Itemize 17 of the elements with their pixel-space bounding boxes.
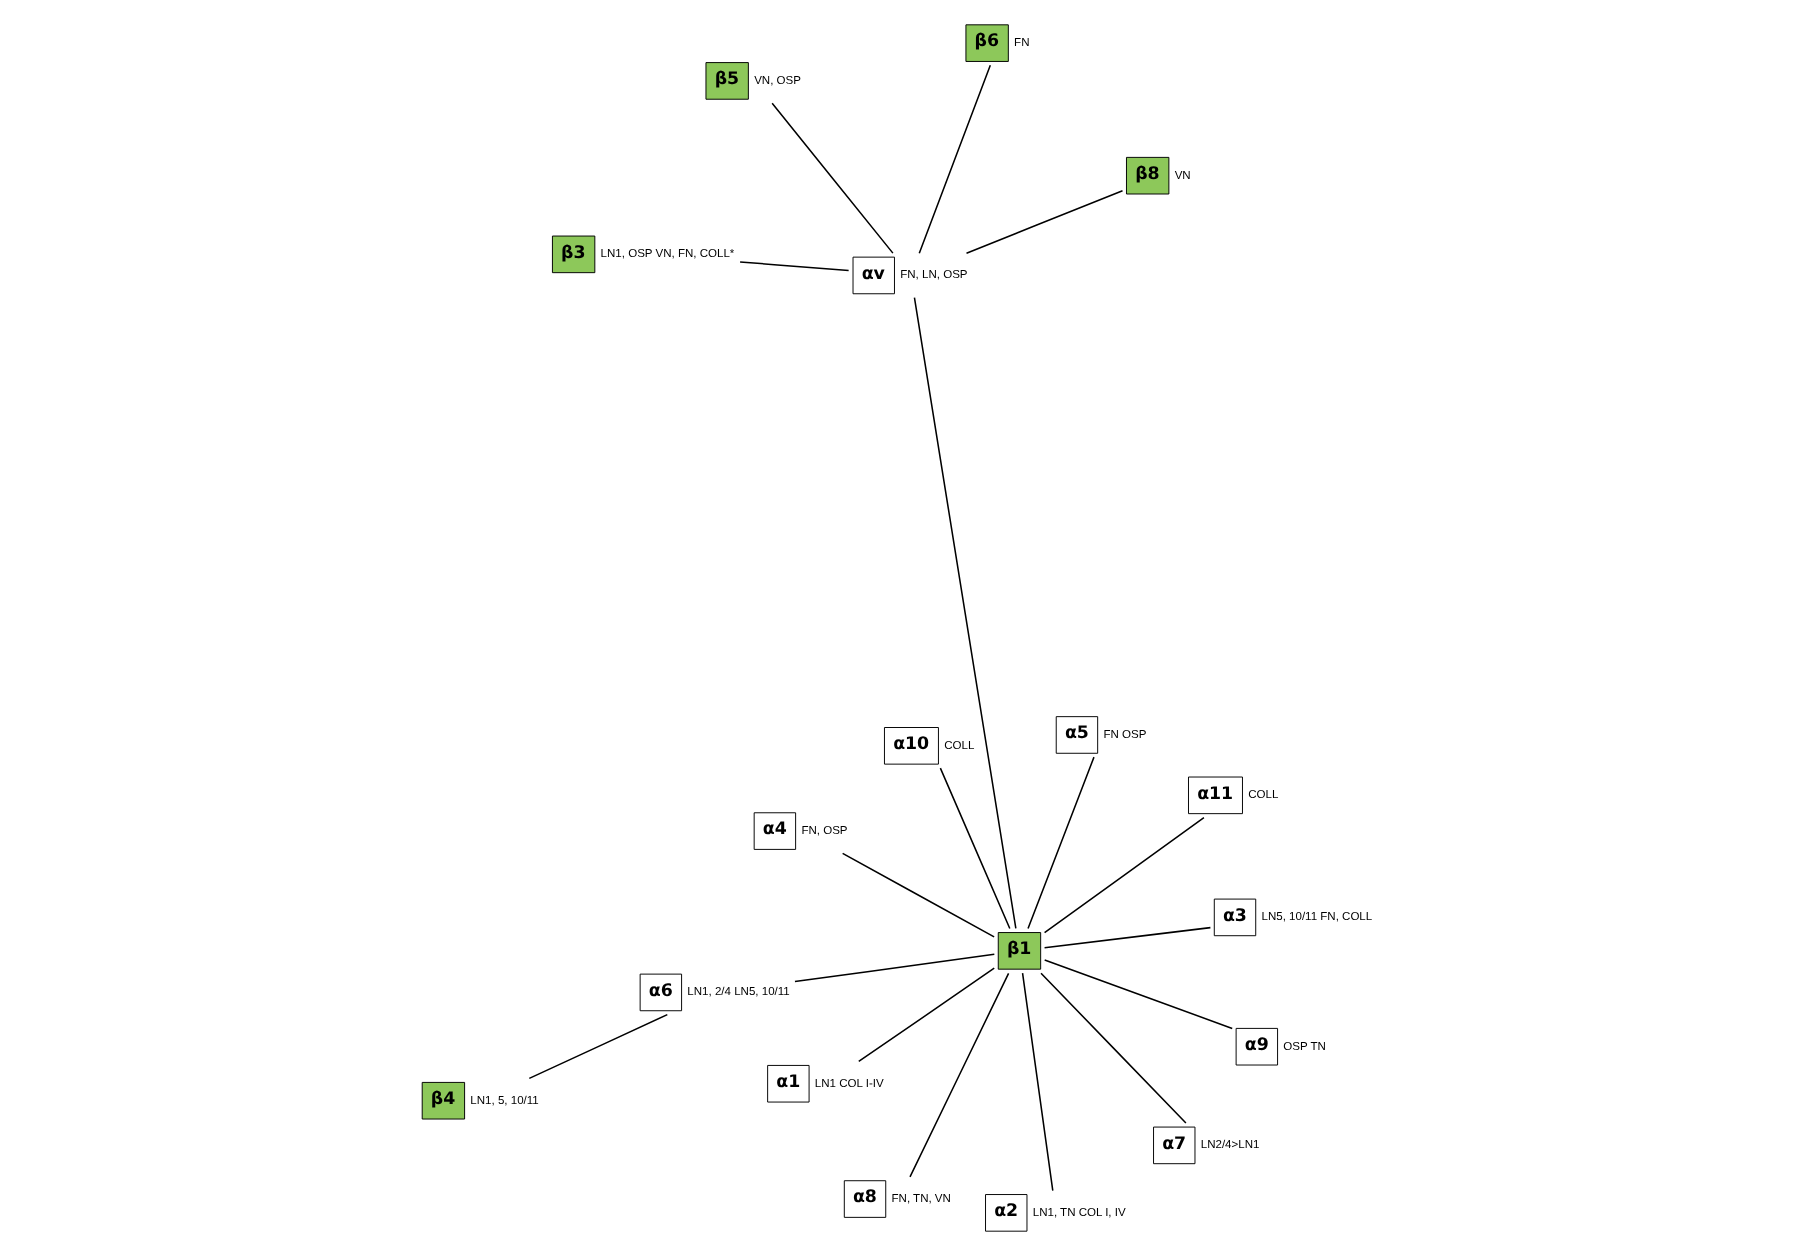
connector bbox=[917, 64, 991, 254]
connector bbox=[527, 1013, 668, 1080]
connector bbox=[938, 767, 1010, 930]
connector bbox=[738, 261, 849, 272]
connector bbox=[1039, 972, 1186, 1124]
connector bbox=[1020, 972, 1053, 1192]
connector bbox=[908, 972, 1009, 1178]
connector bbox=[1042, 816, 1204, 934]
connector bbox=[1042, 926, 1211, 949]
connector bbox=[793, 953, 995, 983]
connector bbox=[1042, 959, 1232, 1030]
connector bbox=[1026, 756, 1094, 930]
connector bbox=[857, 967, 994, 1063]
connector bbox=[840, 852, 994, 938]
connector bbox=[912, 296, 1016, 930]
connector bbox=[964, 190, 1123, 254]
connector bbox=[770, 102, 893, 254]
